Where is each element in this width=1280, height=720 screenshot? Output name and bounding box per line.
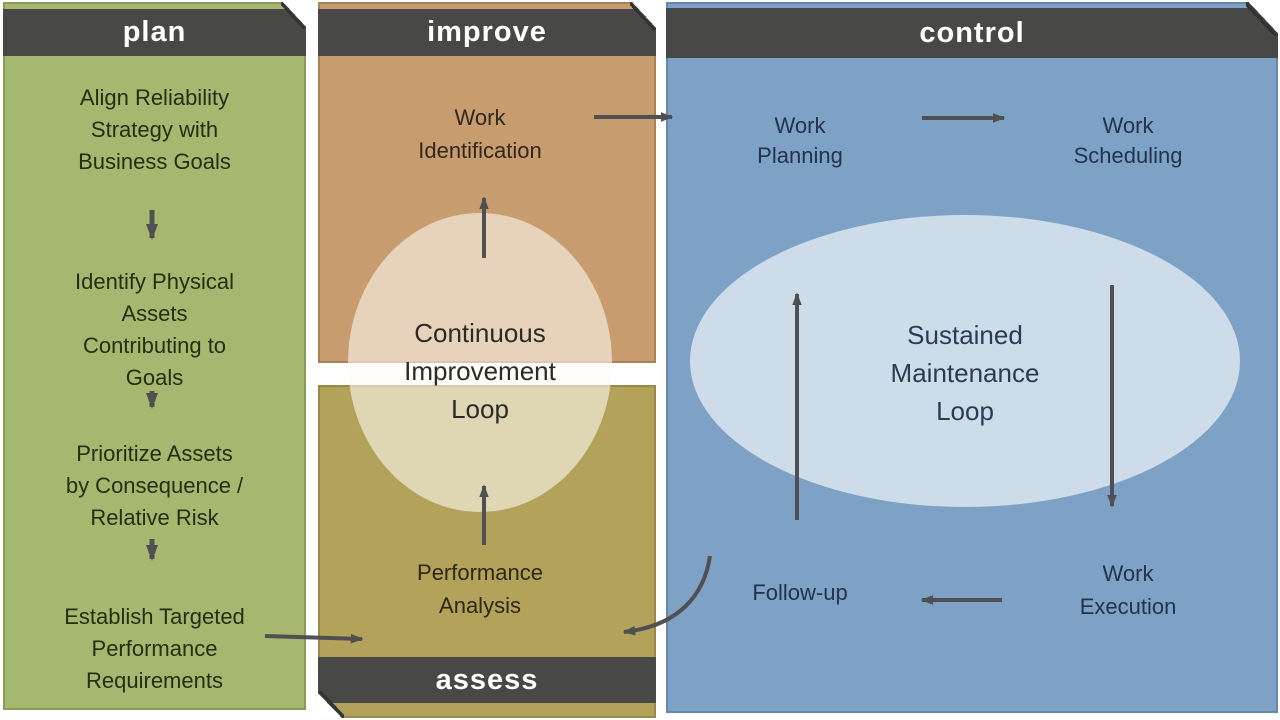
node-follow-up: Follow-up bbox=[752, 580, 848, 605]
node-work-execution: Work Execution bbox=[1079, 561, 1177, 619]
control-header-bar: control bbox=[666, 8, 1278, 58]
step-establish-targeted-performance: Establish Targeted Performance Requireme… bbox=[64, 604, 245, 693]
step-prioritize-assets: Prioritize Assets by Consequence / Relat… bbox=[65, 441, 244, 530]
assess-corner-fold bbox=[318, 691, 344, 718]
assess-header-bar: assess bbox=[318, 657, 656, 703]
continuous-improvement-loop-label: Continuous Improvement Loop bbox=[404, 318, 556, 424]
plan-panel bbox=[3, 2, 306, 710]
sustained-maintenance-loop-ellipse bbox=[690, 215, 1240, 507]
node-work-identification: Work Identification bbox=[418, 105, 542, 163]
plan-header-label: plan bbox=[122, 16, 187, 48]
assess-header-label: assess bbox=[435, 663, 539, 696]
sustained-maintenance-loop-label: Sustained Maintenance Loop bbox=[890, 320, 1040, 426]
control-corner-fold bbox=[1246, 2, 1278, 36]
node-work-planning: Work Planning bbox=[757, 113, 843, 168]
node-work-scheduling: Work Scheduling bbox=[1073, 113, 1183, 168]
improve-header-label: improve bbox=[427, 16, 547, 48]
plan-header-bar: plan bbox=[3, 9, 306, 56]
continuous-improvement-loop-circle bbox=[348, 213, 612, 512]
plan-corner-fold bbox=[281, 2, 306, 29]
improve-corner-fold bbox=[630, 2, 656, 30]
step-identify-physical-assets: Identify Physical Assets Contributing to… bbox=[75, 269, 234, 390]
step-align-reliability-strategy: Align Reliability Strategy with Business… bbox=[78, 85, 231, 174]
node-performance-analysis: Performance Analysis bbox=[417, 560, 543, 618]
control-header-label: control bbox=[919, 16, 1025, 49]
improve-header-bar: improve bbox=[318, 9, 656, 56]
